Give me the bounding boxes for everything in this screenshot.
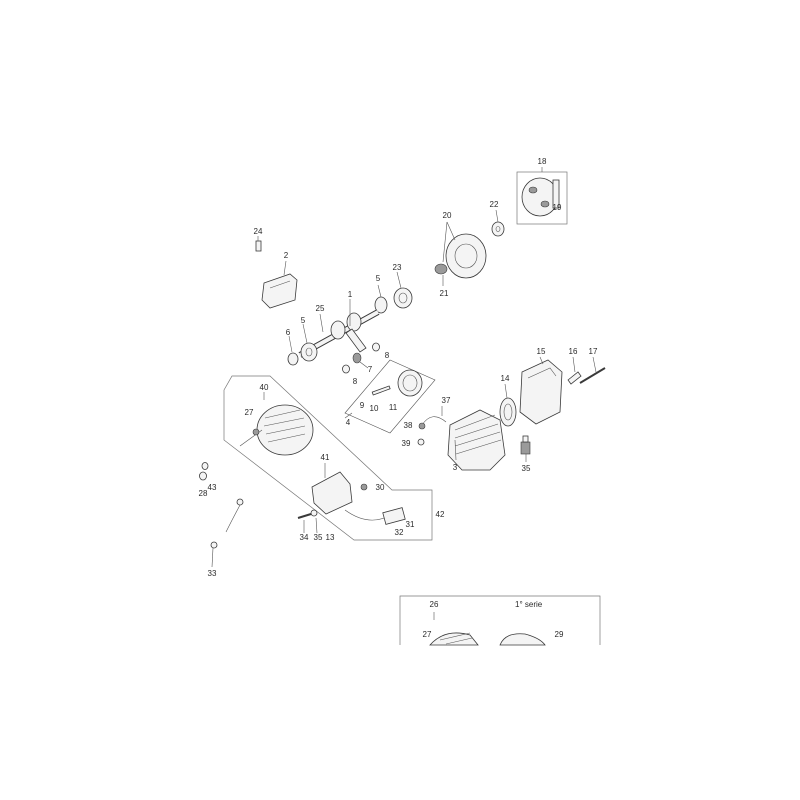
screw-24 bbox=[255, 236, 262, 252]
washer-22 bbox=[491, 209, 505, 237]
washer-8-upper bbox=[372, 342, 380, 352]
label-21: 21 bbox=[440, 289, 449, 298]
clip-38 bbox=[418, 422, 426, 430]
label-10: 10 bbox=[370, 404, 379, 413]
flywheel-group bbox=[223, 375, 433, 541]
label-27-box: 27 bbox=[245, 408, 254, 417]
bracket-2 bbox=[261, 260, 298, 309]
clip-39 bbox=[417, 438, 425, 446]
bearings-right bbox=[374, 271, 413, 314]
label-5-left: 5 bbox=[301, 316, 306, 325]
label-27-inset: 27 bbox=[423, 630, 432, 639]
parts-28-43 bbox=[199, 462, 209, 481]
piston-group bbox=[344, 359, 436, 434]
screw-30 bbox=[360, 483, 368, 491]
label-18: 18 bbox=[538, 157, 547, 166]
label-23: 23 bbox=[393, 263, 402, 272]
label-20: 20 bbox=[443, 211, 452, 220]
screw-17 bbox=[579, 356, 606, 384]
label-42: 42 bbox=[436, 510, 445, 519]
label-5-right: 5 bbox=[376, 274, 381, 283]
label-38: 38 bbox=[404, 421, 413, 430]
label-24: 24 bbox=[254, 227, 263, 236]
series-note: 1° serie bbox=[515, 600, 543, 609]
label-1: 1 bbox=[348, 290, 353, 299]
label-14: 14 bbox=[501, 374, 510, 383]
washer-8-lower bbox=[342, 364, 350, 374]
label-4: 4 bbox=[346, 418, 351, 427]
label-8-upper: 8 bbox=[385, 351, 390, 360]
label-40: 40 bbox=[260, 383, 269, 392]
label-3: 3 bbox=[453, 463, 458, 472]
label-26: 26 bbox=[430, 600, 439, 609]
muffler bbox=[499, 356, 563, 427]
needle-bearing-7 bbox=[352, 352, 369, 369]
clutch-drum bbox=[434, 221, 487, 286]
screws-34-35-13 bbox=[297, 509, 318, 534]
label-15: 15 bbox=[537, 347, 546, 356]
label-7: 7 bbox=[368, 365, 373, 374]
label-33: 33 bbox=[208, 569, 217, 578]
label-22: 22 bbox=[490, 200, 499, 209]
spark-plug-35 bbox=[520, 435, 531, 462]
label-19: 19 bbox=[553, 203, 562, 212]
label-30: 30 bbox=[376, 483, 385, 492]
cylinder-3 bbox=[447, 409, 506, 471]
cable-33 bbox=[210, 498, 244, 568]
label-8-lower: 8 bbox=[353, 377, 358, 386]
label-28: 28 bbox=[199, 489, 208, 498]
label-41: 41 bbox=[321, 453, 330, 462]
plate-16 bbox=[567, 356, 582, 385]
first-series-inset bbox=[399, 595, 601, 646]
label-35-coil: 35 bbox=[314, 533, 323, 542]
leader-25 bbox=[319, 313, 324, 333]
label-13: 13 bbox=[326, 533, 335, 542]
label-29: 29 bbox=[555, 630, 564, 639]
label-43: 43 bbox=[208, 483, 217, 492]
ignition-coil bbox=[311, 463, 406, 525]
label-16: 16 bbox=[569, 347, 578, 356]
label-6: 6 bbox=[286, 328, 291, 337]
label-32: 32 bbox=[395, 528, 404, 537]
bearings-left bbox=[287, 323, 318, 366]
label-39: 39 bbox=[402, 439, 411, 448]
label-17: 17 bbox=[589, 347, 598, 356]
label-34: 34 bbox=[300, 533, 309, 542]
label-9: 9 bbox=[360, 401, 365, 410]
label-11: 11 bbox=[389, 403, 398, 412]
label-31: 31 bbox=[406, 520, 415, 529]
label-25: 25 bbox=[316, 304, 325, 313]
clutch-assembly bbox=[516, 167, 568, 225]
label-2: 2 bbox=[284, 251, 289, 260]
hose-37 bbox=[421, 406, 447, 426]
label-35-plug: 35 bbox=[522, 464, 531, 473]
label-37: 37 bbox=[442, 396, 451, 405]
